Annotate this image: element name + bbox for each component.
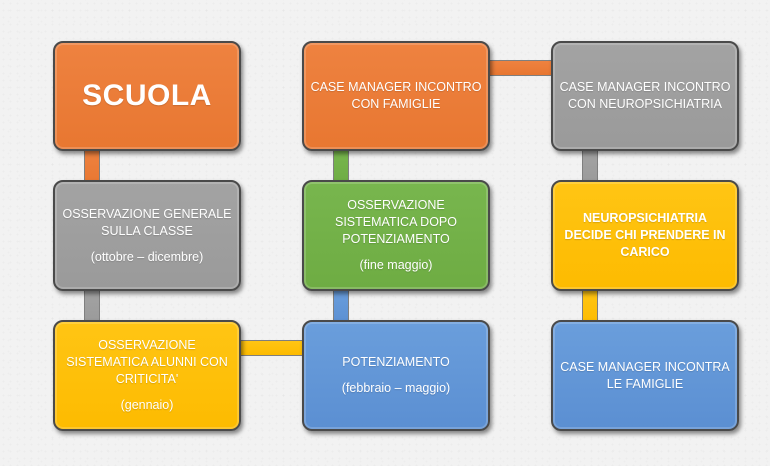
osservazione-alunni-title: OSSERVAZIONE SISTEMATICA ALUNNI CON CRIT… [66,338,228,386]
potenziamento-period: (febbraio – maggio) [341,381,451,395]
box-neuropsichiatria: NEUROPSICHIATRIA DECIDE CHI PRENDERE IN … [551,180,739,291]
box-osservazione-alunni: OSSERVAZIONE SISTEMATICA ALUNNI CON CRIT… [53,320,241,431]
case-manager-famiglie-title: CASE MANAGER INCONTRO CON FAMIGLIE [310,80,482,111]
osservazione-potenziamento-title: OSSERVAZIONE SISTEMATICA DOPO POTENZIAME… [334,198,457,246]
neuropsichiatria-title: NEUROPSICHIATRIA DECIDE CHI PRENDERE IN … [564,211,726,259]
osservazione-alunni-period: (gennaio) [120,398,174,412]
case-manager-neuro-title: CASE MANAGER INCONTRO CON NEUROPSICHIATR… [559,80,731,111]
box-case-manager-incontra: CASE MANAGER INCONTRA LE FAMIGLIE [551,320,739,431]
box-potenziamento: POTENZIAMENTO (febbraio – maggio) [302,320,490,431]
box-scuola: SCUOLA [53,41,241,151]
box-case-manager-neuro: CASE MANAGER INCONTRO CON NEUROPSICHIATR… [551,41,739,151]
osservazione-generale-period: (ottobre – dicembre) [90,249,204,264]
potenziamento-title: POTENZIAMENTO [342,355,450,369]
connector-case-manager-famiglie-neuro [483,60,558,76]
box-case-manager-famiglie: CASE MANAGER INCONTRO CON FAMIGLIE [302,41,490,151]
osservazione-generale-title: OSSERVAZIONE GENERALE SULLA CLASSE [62,206,232,238]
box-osservazione-potenziamento: OSSERVAZIONE SISTEMATICA DOPO POTENZIAME… [302,180,490,291]
box-osservazione-generale: OSSERVAZIONE GENERALE SULLA CLASSE (otto… [53,180,241,291]
scuola-title: SCUOLA [82,79,212,112]
case-manager-incontra-title: CASE MANAGER INCONTRA LE FAMIGLIE [560,359,730,391]
osservazione-potenziamento-period: (fine maggio) [359,258,433,272]
